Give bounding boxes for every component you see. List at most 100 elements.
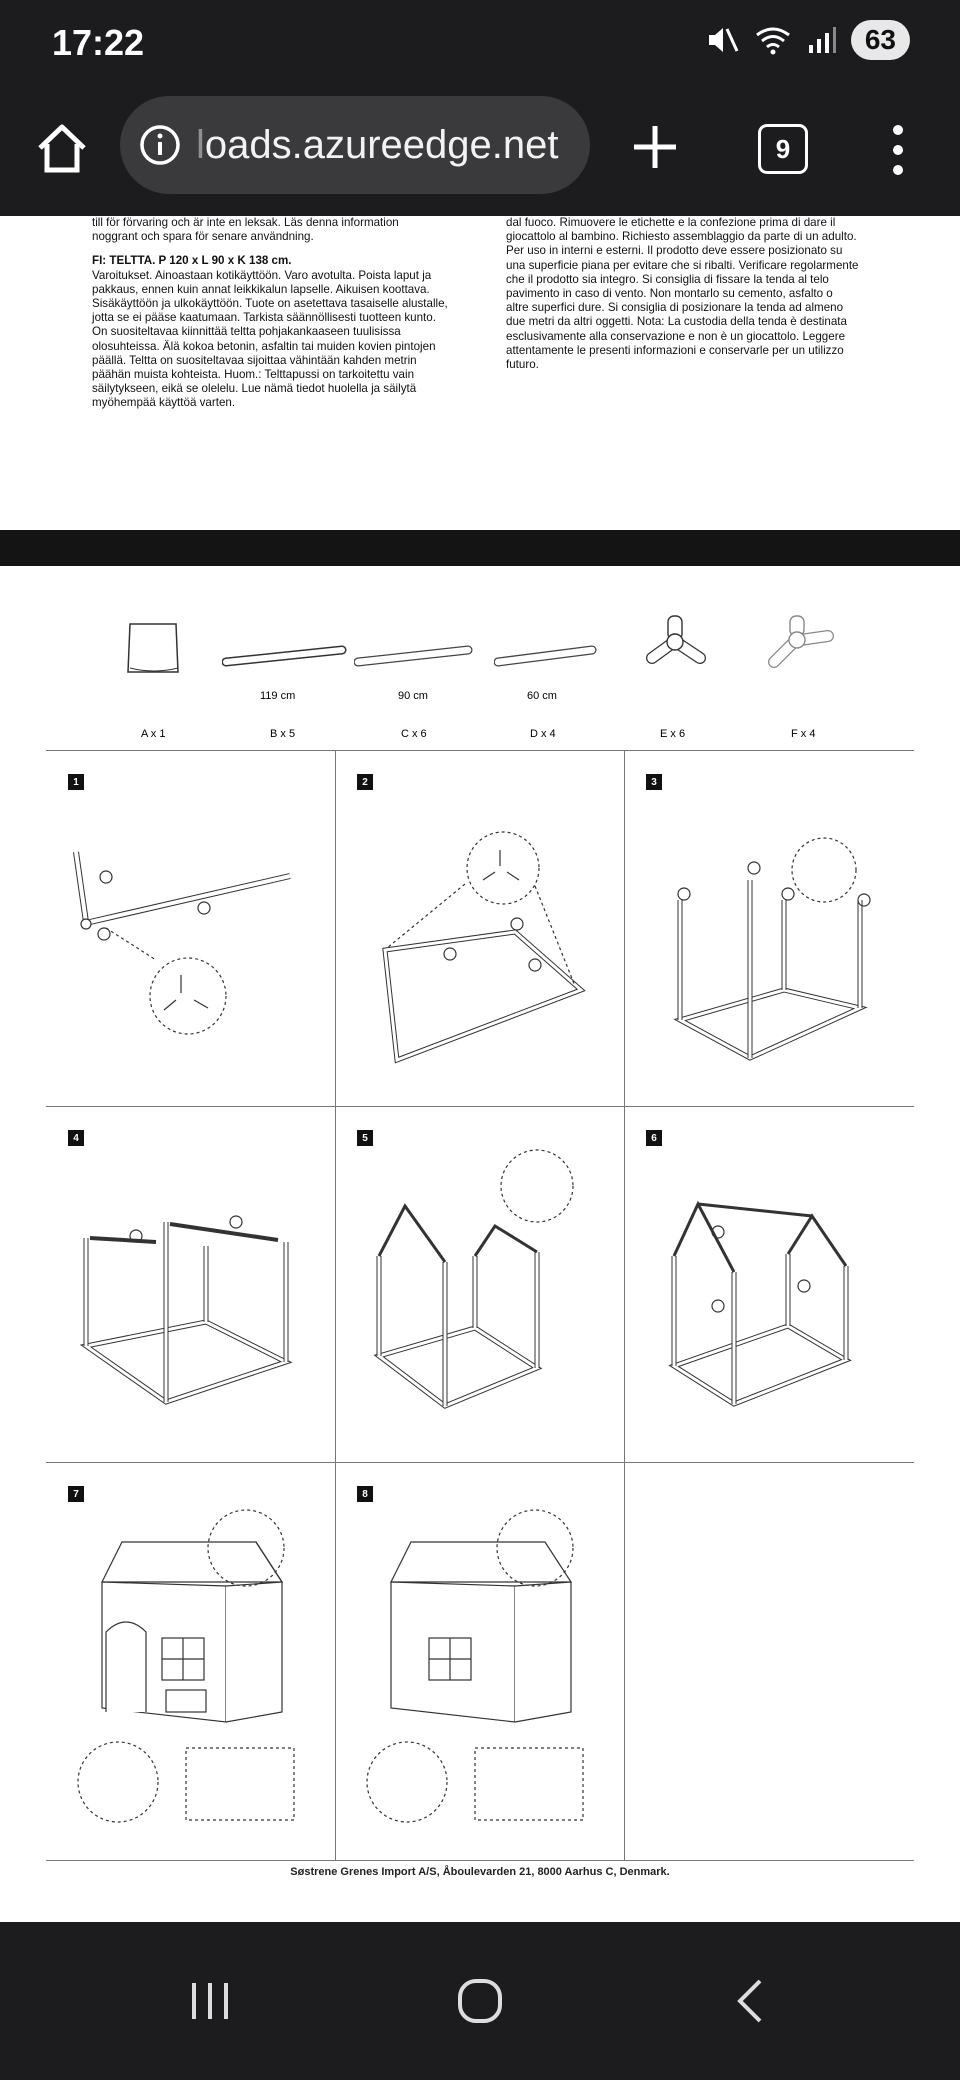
step-1-illustration <box>73 851 291 1035</box>
it-line: giocattolo al bambino. Richiesto assembl… <box>506 230 857 244</box>
browser-toolbar: loads.azureedge.net 9 <box>0 88 960 216</box>
new-tab-icon[interactable] <box>630 122 680 172</box>
back-chevron-icon <box>737 1979 762 2023</box>
part-e-connector-icon <box>646 615 706 664</box>
grid-line <box>46 750 914 751</box>
part-b-rod-icon <box>222 645 347 667</box>
part-a-bag-icon <box>127 623 179 673</box>
step-2-illustration <box>382 831 586 1064</box>
part-a-label: A x 1 <box>141 728 166 740</box>
step-3-illustration <box>673 837 871 1061</box>
grid-line <box>46 1860 914 1861</box>
grid-line <box>46 1462 914 1463</box>
it-line: che il prodotto sia integro. Si consigli… <box>506 272 829 286</box>
step-4-illustration <box>79 1215 293 1405</box>
home-circle-icon <box>458 1979 502 2023</box>
tab-switcher-button[interactable]: 9 <box>758 124 808 174</box>
part-c-length: 90 cm <box>398 690 428 702</box>
fi-line: On suositeltavaa kiinnittää teltta pohja… <box>92 325 401 339</box>
url-domain: oads.azureedge.net <box>204 122 559 167</box>
grid-line <box>624 750 625 1860</box>
it-line: esclusivamente alla conservazione e non … <box>506 329 846 343</box>
fi-line: jotta se ei pääse kaatumaan. Tarkista sä… <box>92 311 436 325</box>
home-icon[interactable] <box>32 118 92 178</box>
step-number: 6 <box>646 1130 662 1146</box>
back-button[interactable] <box>690 1922 810 2080</box>
fi-line: Varoitukset. Ainoastaan kotikäyttöön. Va… <box>92 268 432 282</box>
text-column-left: till för förvaring och är inte en leksak… <box>92 216 472 411</box>
fi-line: pakkaus, ennen kuin annat leikkikalun la… <box>92 282 430 296</box>
it-line: una superficie piana per evitare che si … <box>506 258 859 272</box>
it-line: dal fuoco. Rimuovere le etichette e la c… <box>506 216 836 229</box>
part-f-label: F x 4 <box>791 728 816 740</box>
part-d-rod-icon <box>494 645 597 667</box>
sv-line: till för förvaring och är inte en leksak… <box>92 216 399 229</box>
sv-line: noggrant och spara för senare användning… <box>92 230 314 244</box>
fi-line: säilytykseen, eikä se olelelu. Lue nämä … <box>92 382 417 396</box>
it-line: attentamente le presenti informazioni e … <box>506 343 844 357</box>
step-number: 2 <box>357 774 373 790</box>
it-line: due metri da altri oggetti. Nota: La cus… <box>506 315 847 329</box>
url-text[interactable]: loads.azureedge.net <box>196 123 586 168</box>
url-faded: l <box>196 122 205 167</box>
step-7-illustration <box>77 1509 295 1823</box>
part-d-length: 60 cm <box>527 690 557 702</box>
step-5-illustration <box>373 1149 574 1409</box>
step-6-panel: 6 <box>624 1106 913 1461</box>
it-line: Per uso in interni e esterni. Il prodott… <box>506 244 843 258</box>
part-c-label: C x 6 <box>401 728 427 740</box>
text-column-right: dal fuoco. Rimuovere le etichette e la c… <box>506 216 886 372</box>
step-3-panel: 3 <box>624 750 913 1105</box>
step-8-illustration <box>366 1509 584 1823</box>
recents-button[interactable] <box>150 1922 270 2080</box>
page-separator <box>0 530 960 566</box>
company-address: Søstrene Grenes Import A/S, Åboulevarden… <box>290 1866 670 1878</box>
status-bar: 17:22 63 <box>0 0 960 88</box>
part-b-label: B x 5 <box>270 728 296 740</box>
part-e-label: E x 6 <box>660 728 686 740</box>
part-c-rod-icon <box>354 645 473 667</box>
part-f-connector-icon <box>768 615 834 668</box>
document-page[interactable]: till för förvaring och är inte en leksak… <box>0 216 960 1922</box>
wifi-icon <box>755 27 790 55</box>
part-b-length: 119 cm <box>260 690 296 702</box>
home-button[interactable] <box>420 1922 540 2080</box>
status-icons: 63 <box>705 20 910 60</box>
grid-line <box>335 750 336 1860</box>
fi-line: olosuhteissa. Älä kokoa betonin, asfalti… <box>92 339 436 353</box>
recents-icon <box>192 1983 228 2019</box>
step-6-illustration <box>668 1200 852 1407</box>
mute-icon <box>708 28 739 52</box>
step-number: 3 <box>646 774 662 790</box>
it-line: futuro. <box>506 358 539 372</box>
battery-indicator: 63 <box>850 20 910 60</box>
step-number: 5 <box>357 1130 373 1146</box>
parts-list: 119 cm 90 cm 60 cm A x 1 B x 5 C x 6 D x… <box>0 566 960 750</box>
part-d-label: D x 4 <box>530 728 556 740</box>
fi-line: päällä. Teltta on suositeltavaa sijoitta… <box>92 353 417 367</box>
address-bar[interactable]: loads.azureedge.net <box>120 96 590 194</box>
step-1-panel: 1 <box>46 750 335 1105</box>
it-line: altre superfici dure. Si consiglia di po… <box>506 301 844 315</box>
more-menu-icon[interactable] <box>888 120 908 180</box>
step-number: 4 <box>68 1130 84 1146</box>
assembly-steps-grid: 1 2 <box>46 750 914 1861</box>
it-line: pavimento in caso di vento. Non montarlo… <box>506 287 833 301</box>
step-7-panel: 7 <box>46 1462 335 1823</box>
fi-line: päähän muista kohteista. Huom.: Telttapu… <box>92 368 415 382</box>
status-time: 17:22 <box>52 22 145 63</box>
fi-line: myöhempää käyttöä varten. <box>92 396 236 410</box>
signal-icon <box>808 27 836 53</box>
step-number: 7 <box>68 1486 84 1502</box>
info-icon[interactable] <box>138 123 182 167</box>
step-number: 1 <box>68 774 84 790</box>
step-2-panel: 2 <box>335 750 624 1105</box>
step-8-panel: 8 <box>335 1462 624 1823</box>
step-number: 8 <box>357 1486 373 1502</box>
fi-line: Sisäkäyttöön ja ulkokäyttöön. Tuote on a… <box>92 297 448 311</box>
grid-line <box>46 1106 914 1107</box>
fi-header: FI: TELTTA. P 120 x L 90 x K 138 cm. <box>92 254 292 268</box>
system-navigation-bar <box>0 1922 960 2080</box>
step-5-panel: 5 <box>335 1106 624 1461</box>
step-4-panel: 4 <box>46 1106 335 1461</box>
